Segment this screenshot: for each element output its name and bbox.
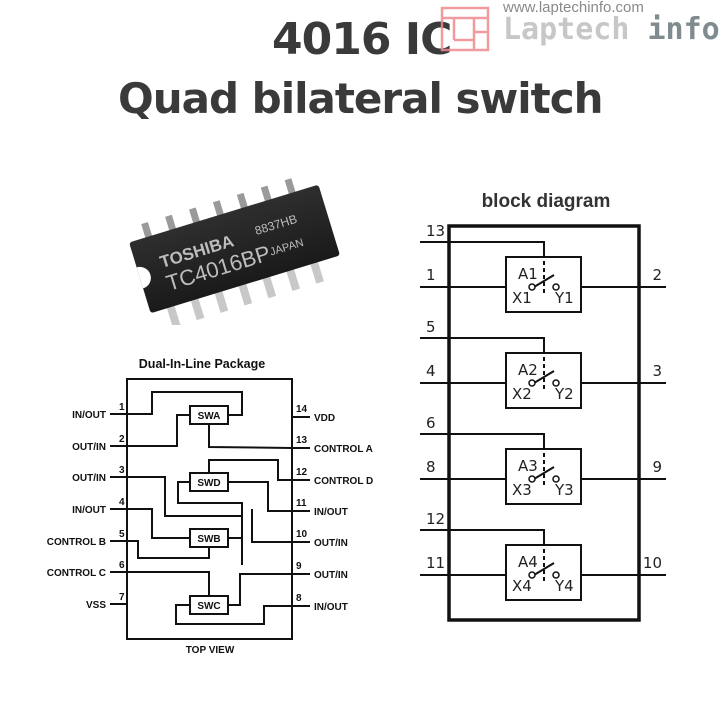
contact-y-terminal <box>552 379 560 387</box>
control-label: A3 <box>518 457 538 475</box>
pin-label-10: OUT/IN <box>314 538 348 549</box>
control-pin-number: 5 <box>426 318 436 336</box>
watermark-brand-part1: Laptech <box>503 12 630 47</box>
dip-footer: TOP VIEW <box>186 645 235 656</box>
chip-pins-top <box>141 178 297 240</box>
chip-body <box>129 185 340 313</box>
pin-label-1: IN/OUT <box>72 410 106 421</box>
control-pin-number: 13 <box>426 222 445 240</box>
watermark-logo-icon <box>440 6 490 52</box>
chip-pins-bottom <box>166 260 324 325</box>
control-wire <box>420 529 545 545</box>
pin-number-3: 3 <box>119 465 125 476</box>
pin-number-14: 14 <box>296 404 308 415</box>
pin-number-12: 12 <box>296 467 308 478</box>
pin-label-7: VSS <box>86 600 106 611</box>
control-pin-number: 12 <box>426 510 445 528</box>
contact-x-terminal <box>528 379 536 387</box>
input-pin-number: 11 <box>426 554 445 572</box>
switch-box <box>505 352 582 409</box>
dip-title: Dual-In-Line Package <box>139 357 265 371</box>
control-label: A4 <box>518 553 538 571</box>
pin-label-11: IN/OUT <box>314 507 348 518</box>
pin-number-8: 8 <box>296 593 302 604</box>
switch-box <box>505 256 582 313</box>
pin-label-14: VDD <box>314 413 335 424</box>
y-terminal-label: Y4 <box>554 577 574 595</box>
chip-notch <box>136 266 151 289</box>
pin-number-6: 6 <box>119 560 125 571</box>
control-wire <box>420 241 545 257</box>
pin-label-12: CONTROL D <box>314 476 373 487</box>
switch-label-swc: SWC <box>197 601 220 612</box>
title-line-2: Quad bilateral switch <box>118 74 604 123</box>
block-diagram-title: block diagram <box>482 191 611 212</box>
switch-contact-arm <box>533 466 555 480</box>
contact-x-terminal <box>528 571 536 579</box>
switch-contact-arm <box>533 562 555 576</box>
switch-contact-arm <box>533 274 555 288</box>
control-wire <box>420 337 545 353</box>
y-terminal-label: Y1 <box>554 289 574 307</box>
x-terminal-label: X3 <box>512 481 532 499</box>
pin-number-7: 7 <box>119 592 125 603</box>
x-terminal-label: X2 <box>512 385 532 403</box>
pin-label-6: CONTROL C <box>47 568 106 579</box>
watermark-brand-part2: info <box>647 12 720 47</box>
pin-number-9: 9 <box>296 561 302 572</box>
contact-y-terminal <box>552 475 560 483</box>
pin-label-13: CONTROL A <box>314 444 373 455</box>
block-diagram-outline <box>447 224 641 622</box>
x-terminal-label: X4 <box>512 577 532 595</box>
pin-number-4: 4 <box>119 497 125 508</box>
input-pin-number: 8 <box>426 458 436 476</box>
contact-y-terminal <box>552 571 560 579</box>
pin-number-2: 2 <box>119 434 125 445</box>
output-pin-number: 9 <box>652 458 662 476</box>
y-terminal-label: Y2 <box>554 385 574 403</box>
pin-label-4: IN/OUT <box>72 505 106 516</box>
pin-label-2: OUT/IN <box>72 442 106 453</box>
y-terminal-label: Y3 <box>554 481 574 499</box>
contact-x-terminal <box>528 475 536 483</box>
title-text: 4016 IC <box>272 14 452 65</box>
dip-package-diagram: Dual-In-Line Package <box>47 357 374 656</box>
chip-photo: TOSHIBA 8837HB TC4016BP JAPAN <box>129 178 340 325</box>
pin-number-5: 5 <box>119 529 125 540</box>
pin-number-10: 10 <box>296 529 308 540</box>
input-pin-number: 4 <box>426 362 436 380</box>
switch-contact-arm <box>533 370 555 384</box>
pin-number-13: 13 <box>296 435 308 446</box>
input-pin-number: 1 <box>426 266 436 284</box>
contact-y-terminal <box>552 283 560 291</box>
output-pin-number: 3 <box>652 362 662 380</box>
switch-label-swa: SWA <box>198 411 221 422</box>
pin-label-3: OUT/IN <box>72 473 106 484</box>
control-pin-number: 6 <box>426 414 436 432</box>
control-label: A1 <box>518 265 538 283</box>
output-pin-number: 2 <box>652 266 662 284</box>
watermark-brand: Laptech info <box>503 12 720 47</box>
output-pin-number: 10 <box>643 554 662 572</box>
x-terminal-label: X1 <box>512 289 532 307</box>
pin-label-9: OUT/IN <box>314 570 348 581</box>
contact-x-terminal <box>528 283 536 291</box>
switch-box <box>505 448 582 505</box>
switch-label-swd: SWD <box>197 478 220 489</box>
pin-label-5: CONTROL B <box>47 537 106 548</box>
switch-label-swb: SWB <box>197 534 220 545</box>
pin-number-11: 11 <box>296 498 307 509</box>
pin-label-8: IN/OUT <box>314 602 348 613</box>
control-label: A2 <box>518 361 538 379</box>
pin-number-1: 1 <box>119 402 125 413</box>
control-wire <box>420 433 545 449</box>
watermark-url: www.laptechinfo.com <box>503 0 644 16</box>
